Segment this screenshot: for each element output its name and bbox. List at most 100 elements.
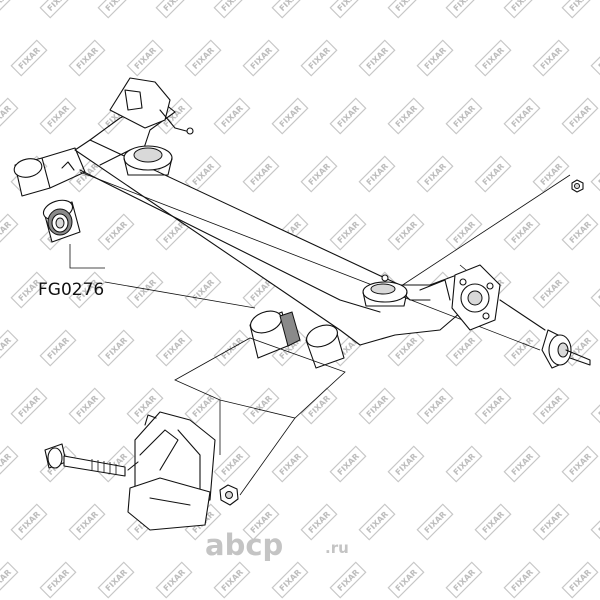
- fixar-watermark-tile: FIXAR: [329, 213, 367, 251]
- svg-text:FIXAR: FIXAR: [539, 394, 564, 419]
- svg-text:FIXAR: FIXAR: [452, 336, 477, 361]
- svg-text:FIXAR: FIXAR: [220, 104, 245, 129]
- fixar-watermark-tile: FIXAR: [97, 213, 135, 251]
- fixar-watermark-tile: FIXAR: [0, 561, 19, 599]
- fixar-watermark-tile: FIXAR: [39, 0, 77, 19]
- svg-text:FIXAR: FIXAR: [597, 510, 600, 535]
- svg-text:FIXAR: FIXAR: [510, 104, 535, 129]
- svg-text:FIXAR: FIXAR: [46, 0, 71, 13]
- fixar-watermark-tile: FIXAR: [39, 329, 77, 367]
- svg-text:FIXAR: FIXAR: [394, 220, 419, 245]
- fixar-watermark-tile: FIXAR: [97, 329, 135, 367]
- fixar-watermark-tile: FIXAR: [561, 97, 599, 135]
- svg-text:FIXAR: FIXAR: [568, 452, 593, 477]
- fixar-watermark-tile: FIXAR: [329, 97, 367, 135]
- fixar-watermark-tile: FIXAR: [39, 561, 77, 599]
- svg-text:FIXAR: FIXAR: [0, 336, 13, 361]
- fixar-watermark-tile: FIXAR: [10, 503, 48, 541]
- fixar-watermark-tile: FIXAR: [561, 0, 599, 19]
- fixar-watermark-tile: FIXAR: [0, 213, 19, 251]
- fixar-watermark-tile: FIXAR: [184, 271, 222, 309]
- svg-text:FIXAR: FIXAR: [510, 568, 535, 593]
- fixar-watermark-tile: FIXAR: [242, 155, 280, 193]
- fixar-watermark-tile: FIXAR: [474, 503, 512, 541]
- bushing-left-exploded: [42, 199, 81, 243]
- fixar-watermark-tile: FIXAR: [532, 271, 570, 309]
- svg-text:FIXAR: FIXAR: [191, 162, 216, 187]
- svg-text:FIXAR: FIXAR: [278, 452, 303, 477]
- svg-text:FIXAR: FIXAR: [481, 394, 506, 419]
- svg-text:FIXAR: FIXAR: [104, 220, 129, 245]
- svg-text:FIXAR: FIXAR: [539, 162, 564, 187]
- svg-text:FIXAR: FIXAR: [423, 510, 448, 535]
- fixar-watermark-tile: FIXAR: [300, 155, 338, 193]
- fixar-watermark-tile: FIXAR: [387, 97, 425, 135]
- svg-text:FIXAR: FIXAR: [104, 568, 129, 593]
- svg-text:FIXAR: FIXAR: [307, 394, 332, 419]
- fixar-watermark-tile: FIXAR: [387, 213, 425, 251]
- svg-text:FIXAR: FIXAR: [394, 0, 419, 13]
- fixar-watermark-tile: FIXAR: [271, 445, 309, 483]
- fixar-watermark-tile: FIXAR: [271, 0, 309, 19]
- fixar-watermark-tile: FIXAR: [503, 445, 541, 483]
- svg-text:FIXAR: FIXAR: [220, 0, 245, 13]
- fixar-watermark-tile: FIXAR: [416, 39, 454, 77]
- svg-text:FIXAR: FIXAR: [481, 162, 506, 187]
- svg-text:FIXAR: FIXAR: [220, 452, 245, 477]
- svg-text:FIXAR: FIXAR: [423, 46, 448, 71]
- left-sleeve: [13, 147, 86, 197]
- svg-text:FIXAR: FIXAR: [597, 278, 600, 303]
- site-brand-watermark: abcp .ru: [205, 528, 349, 562]
- svg-text:FIXAR: FIXAR: [510, 220, 535, 245]
- fixar-watermark-tile: FIXAR: [126, 271, 164, 309]
- svg-text:FIXAR: FIXAR: [17, 394, 42, 419]
- svg-text:FIXAR: FIXAR: [191, 46, 216, 71]
- svg-text:FIXAR: FIXAR: [307, 46, 332, 71]
- svg-text:FIXAR: FIXAR: [336, 104, 361, 129]
- svg-text:FIXAR: FIXAR: [336, 220, 361, 245]
- fixar-watermark-tile: FIXAR: [39, 97, 77, 135]
- fixar-watermark-tile: FIXAR: [474, 387, 512, 425]
- fixar-watermark-tile: FIXAR: [329, 0, 367, 19]
- svg-text:FIXAR: FIXAR: [452, 220, 477, 245]
- fixar-watermark-tile: FIXAR: [561, 561, 599, 599]
- left-spring-seat: [123, 145, 173, 176]
- fixar-watermark-tile: FIXAR: [184, 155, 222, 193]
- fixar-watermark-tile: FIXAR: [474, 155, 512, 193]
- fixar-watermark-tile: FIXAR: [590, 39, 600, 77]
- fixar-watermark-tile: FIXAR: [416, 155, 454, 193]
- svg-text:FIXAR: FIXAR: [539, 46, 564, 71]
- svg-text:FIXAR: FIXAR: [539, 278, 564, 303]
- fixar-watermark-tile: FIXAR: [445, 329, 483, 367]
- axle-beam: [74, 99, 476, 346]
- svg-text:FIXAR: FIXAR: [249, 394, 274, 419]
- fixar-watermark-tile: FIXAR: [561, 213, 599, 251]
- svg-text:FIXAR: FIXAR: [336, 568, 361, 593]
- svg-text:FIXAR: FIXAR: [423, 162, 448, 187]
- svg-text:FIXAR: FIXAR: [17, 46, 42, 71]
- fixar-watermark-tile: FIXAR: [213, 0, 251, 19]
- svg-text:FIXAR: FIXAR: [597, 394, 600, 419]
- fixar-watermark-tile: FIXAR: [358, 503, 396, 541]
- svg-text:FIXAR: FIXAR: [75, 162, 100, 187]
- fixar-watermark-tile: FIXAR: [358, 155, 396, 193]
- fixar-watermark-tile: FIXAR: [68, 387, 106, 425]
- svg-text:FIXAR: FIXAR: [0, 220, 13, 245]
- svg-text:FIXAR: FIXAR: [75, 394, 100, 419]
- site-brand-name: abcp: [205, 528, 283, 562]
- fixar-watermark-tile: FIXAR: [387, 561, 425, 599]
- svg-text:FIXAR: FIXAR: [597, 46, 600, 71]
- svg-text:FIXAR: FIXAR: [46, 104, 71, 129]
- svg-text:FIXAR: FIXAR: [394, 568, 419, 593]
- svg-text:FIXAR: FIXAR: [365, 510, 390, 535]
- exploded-view-outline: [174, 337, 346, 496]
- svg-text:FIXAR: FIXAR: [162, 0, 187, 13]
- svg-text:FIXAR: FIXAR: [104, 0, 129, 13]
- fixar-watermark-tile: FIXAR: [300, 387, 338, 425]
- svg-text:FIXAR: FIXAR: [220, 336, 245, 361]
- svg-text:FIXAR: FIXAR: [0, 0, 13, 13]
- svg-text:FIXAR: FIXAR: [278, 568, 303, 593]
- svg-text:FIXAR: FIXAR: [0, 452, 13, 477]
- fixar-watermark-tile: FIXAR: [97, 561, 135, 599]
